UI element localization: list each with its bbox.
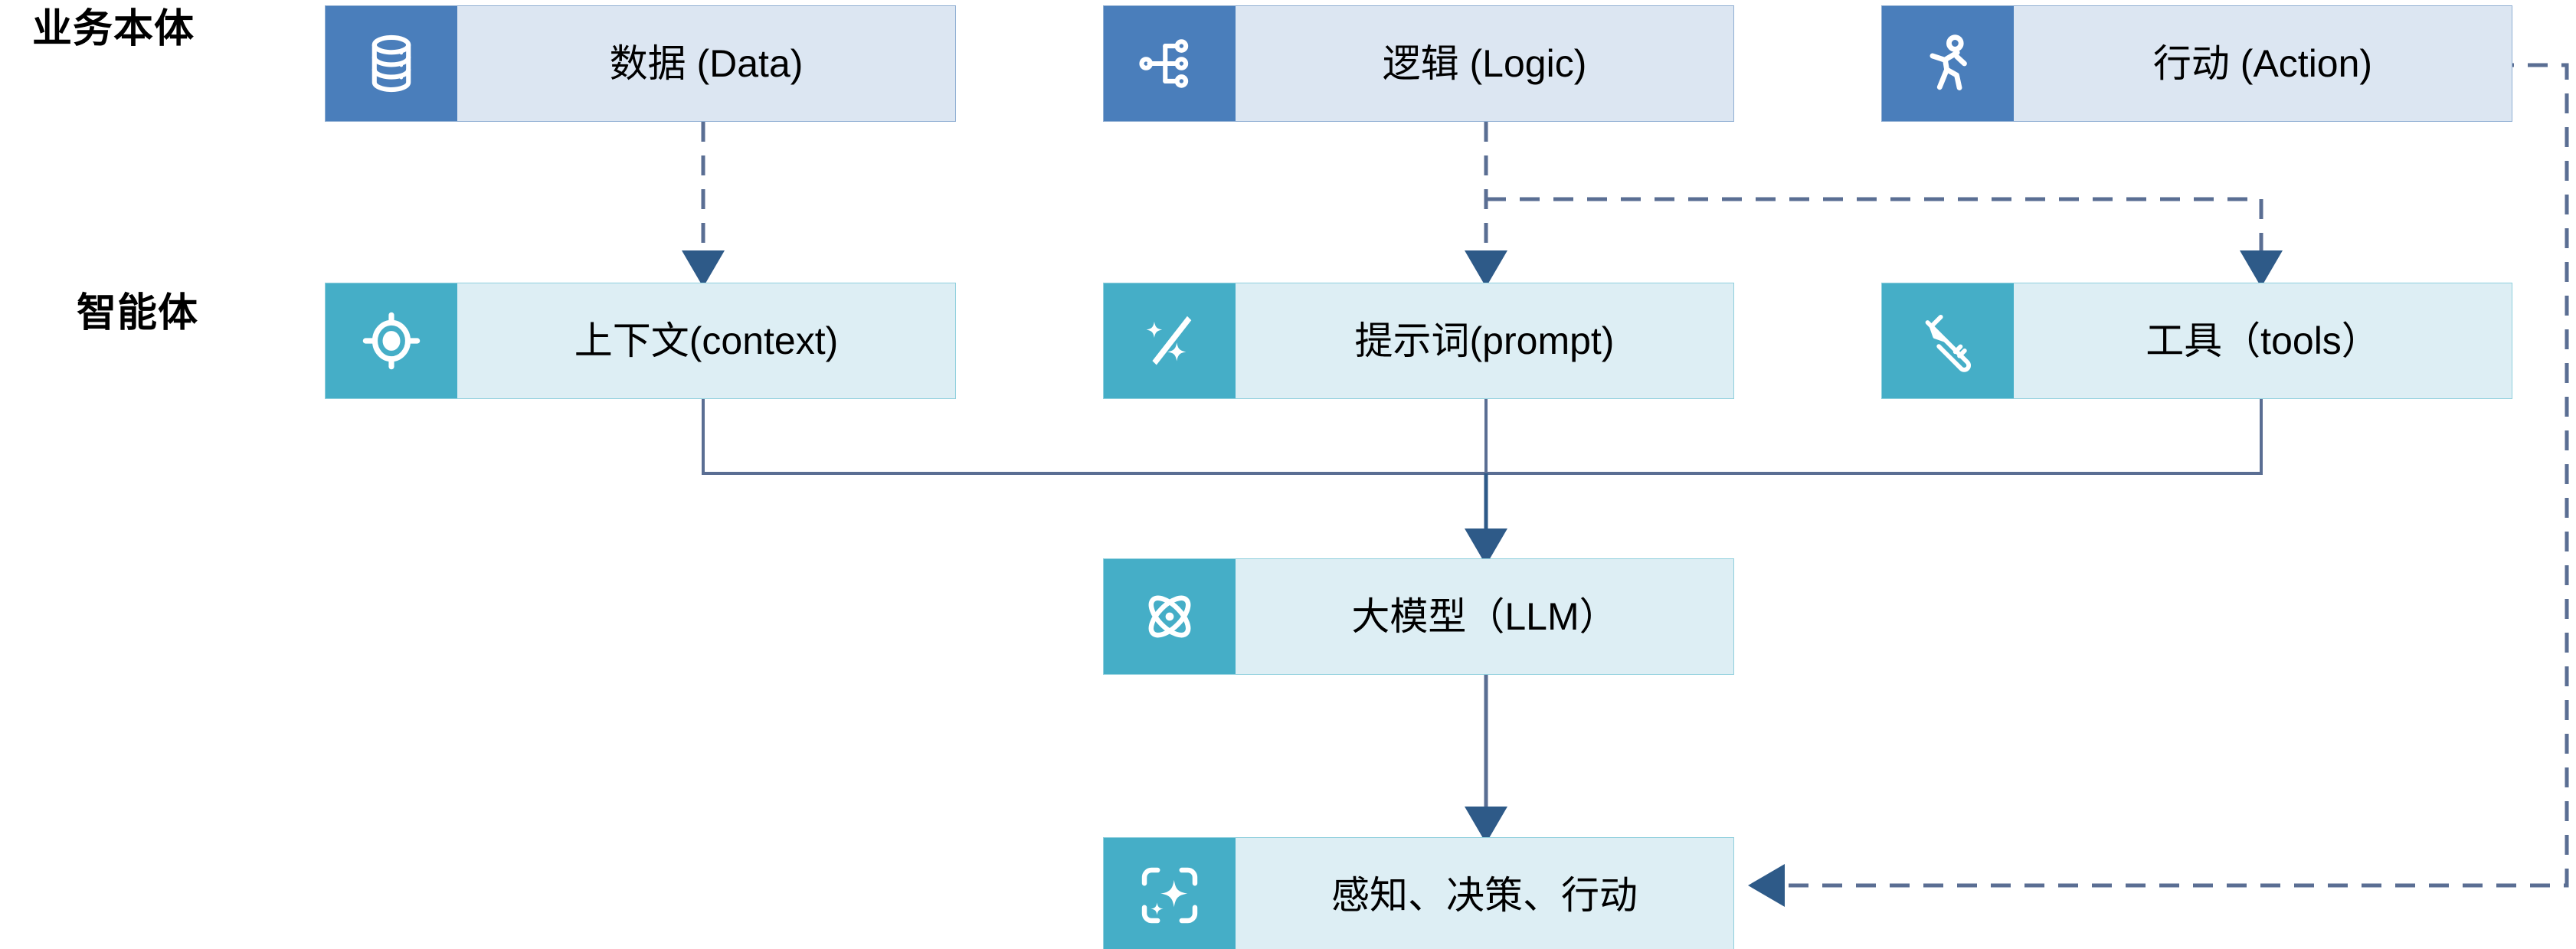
edge-logic-to-prompt xyxy=(1465,122,1507,287)
node-context-label: 上下文(context) xyxy=(574,319,839,362)
node-action-label: 行动 (Action) xyxy=(2152,42,2373,85)
node-data-label: 数据 (Data) xyxy=(609,42,804,85)
row-label-business: 业务本体 xyxy=(32,7,195,51)
node-context-body: 上下文(context) xyxy=(457,283,955,398)
node-llm[interactable]: 大模型（LLM） xyxy=(1103,558,1734,675)
node-data[interactable]: 数据 (Data) xyxy=(325,5,956,122)
node-llm-label: 大模型（LLM） xyxy=(1351,595,1618,638)
magic-wand-sparkle-icon xyxy=(1104,283,1236,398)
row-label-agent: 智能体 xyxy=(77,291,199,335)
node-prompt[interactable]: 提示词(prompt) xyxy=(1103,283,1734,399)
node-logic[interactable]: 逻辑 (Logic) xyxy=(1103,5,1734,122)
edge-action-to-pda xyxy=(1748,63,2569,907)
node-pda-body: 感知、决策、行动 xyxy=(1236,838,1733,949)
node-context[interactable]: 上下文(context) xyxy=(325,283,956,399)
target-icon xyxy=(326,283,457,398)
running-person-icon xyxy=(1882,6,2014,121)
node-prompt-body: 提示词(prompt) xyxy=(1236,283,1733,398)
node-llm-body: 大模型（LLM） xyxy=(1236,559,1733,674)
node-tools-body: 工具（tools） xyxy=(2014,283,2512,398)
node-logic-label: 逻辑 (Logic) xyxy=(1382,42,1587,85)
node-perception-decision-action[interactable]: 感知、决策、行动 xyxy=(1103,837,1734,949)
node-prompt-label: 提示词(prompt) xyxy=(1354,319,1615,362)
node-logic-body: 逻辑 (Logic) xyxy=(1236,6,1733,121)
node-action-body: 行动 (Action) xyxy=(2014,6,2512,121)
sitemap-icon xyxy=(1104,6,1236,121)
wrench-icon xyxy=(1882,283,2014,398)
node-tools[interactable]: 工具（tools） xyxy=(1881,283,2512,399)
edge-agents-to-llm xyxy=(702,399,2263,565)
node-tools-label: 工具（tools） xyxy=(2146,319,2380,362)
database-icon xyxy=(326,6,457,121)
node-action[interactable]: 行动 (Action) xyxy=(1881,5,2512,122)
edge-data-to-context xyxy=(682,122,725,287)
node-data-body: 数据 (Data) xyxy=(457,6,955,121)
edge-llm-to-pda xyxy=(1465,674,1507,843)
ai-sparkle-frame-icon xyxy=(1104,838,1236,949)
atom-icon xyxy=(1104,559,1236,674)
node-pda-label: 感知、决策、行动 xyxy=(1331,874,1638,917)
edge-logic-to-tools xyxy=(1486,197,2283,287)
